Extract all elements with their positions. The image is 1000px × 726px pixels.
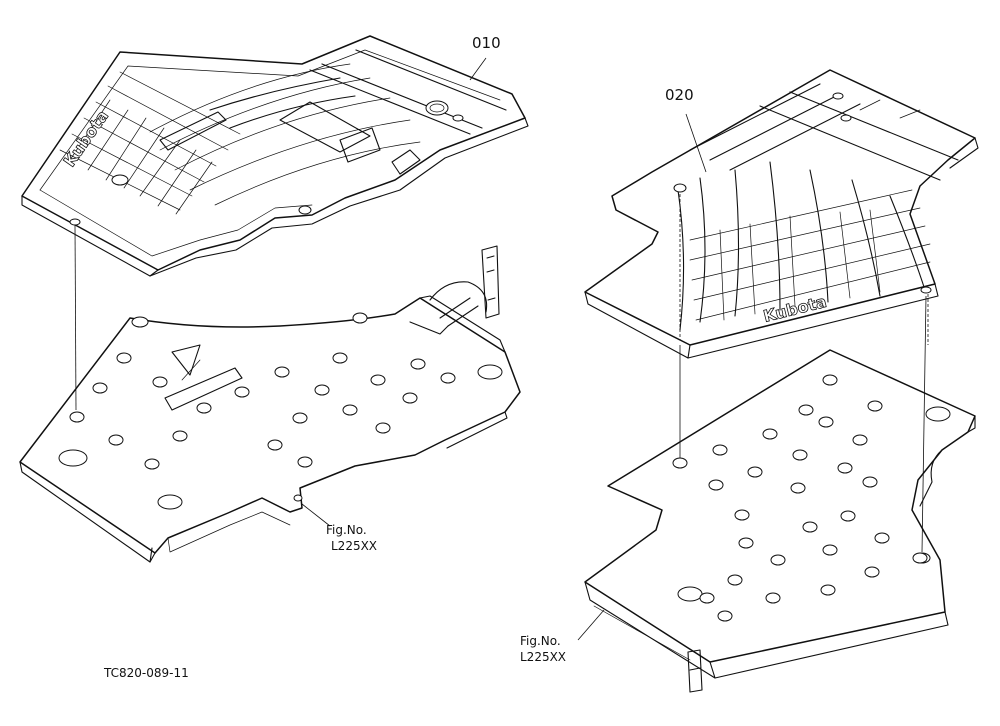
fig-ref-left-label: Fig.No. xyxy=(326,523,367,537)
leader-020 xyxy=(685,113,707,173)
right-floor-plate xyxy=(584,349,976,693)
left-plate-studs xyxy=(69,352,456,502)
left-floor-plate xyxy=(19,245,521,563)
fig-ref-left-code: L225XX xyxy=(331,539,377,553)
left-floor-mat: Kubota xyxy=(21,35,529,277)
leader-fig-ref-right xyxy=(577,609,605,641)
part-ref-010: 010 xyxy=(472,34,501,52)
leader-010 xyxy=(469,57,487,81)
left-alignment-line xyxy=(74,224,77,411)
fig-ref-right-code: L225XX xyxy=(520,650,566,664)
right-plate-studs xyxy=(672,374,928,622)
part-ref-020: 020 xyxy=(665,86,694,104)
right-alignment-line-2 xyxy=(921,295,927,553)
drawing-code: TC820-089-11 xyxy=(103,666,189,680)
right-floor-mat: Kubota xyxy=(584,69,979,359)
leader-fig-ref-left xyxy=(301,503,331,527)
fig-ref-right-label: Fig.No. xyxy=(520,634,561,648)
